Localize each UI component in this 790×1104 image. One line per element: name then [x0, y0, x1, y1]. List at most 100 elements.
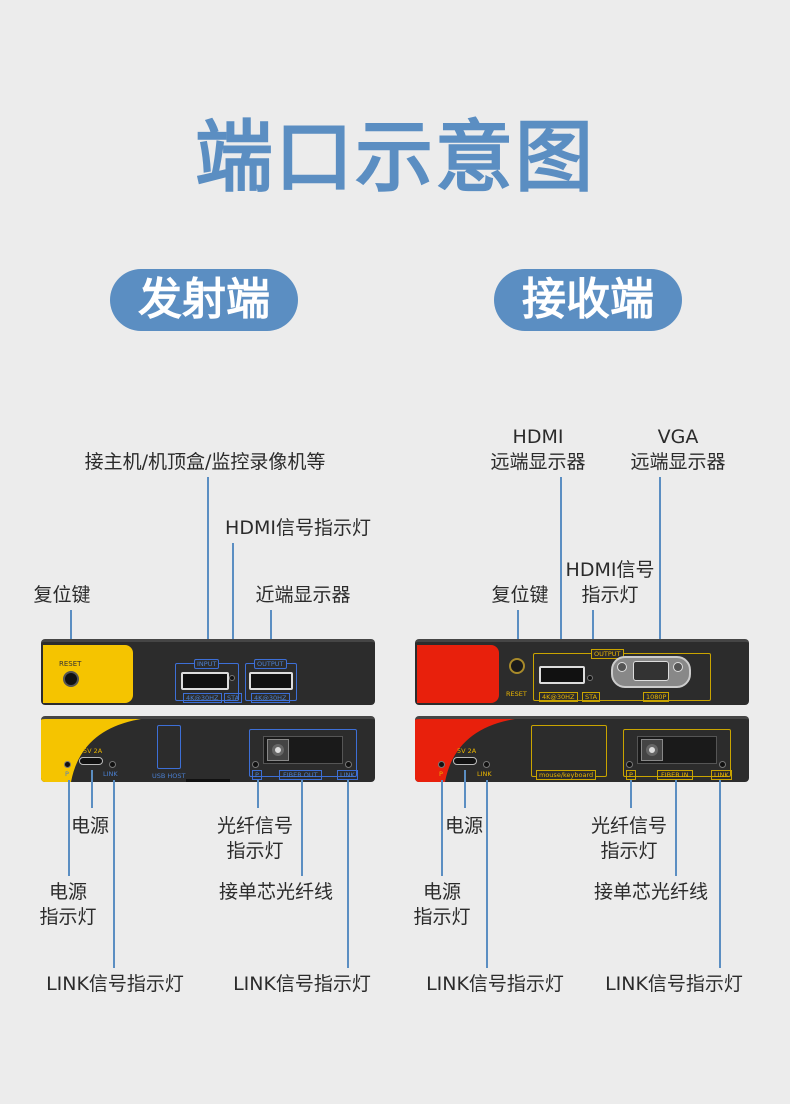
- tx-reset-text: RESET: [59, 660, 82, 668]
- tx-fiber-indicator-label-1: 光纤信号: [216, 815, 293, 837]
- tx-vent: [186, 779, 230, 782]
- rx-power-label: 电源: [444, 815, 483, 837]
- rx-fiber-frame: [623, 729, 731, 777]
- tx-input-text: INPUT: [194, 659, 220, 669]
- tx-fiber-frame: [249, 729, 357, 777]
- tx-usb-host-text: USB HOST: [152, 772, 186, 780]
- tx-hdmi-input-port[interactable]: [181, 672, 229, 690]
- tx-output-text: OUTPUT: [254, 659, 287, 669]
- rx-fiber-p-text: P: [626, 770, 636, 780]
- tx-link-left-line: [113, 780, 115, 968]
- rx-p-text: P: [439, 770, 443, 778]
- rx-hdmi-res: 4K@30HZ: [539, 692, 578, 702]
- tx-fiber-link-led: [345, 761, 352, 768]
- rx-fiber-p-led: [626, 761, 633, 768]
- tx-p-text: P: [65, 770, 69, 778]
- rx-usb-c-power-port[interactable]: [453, 757, 477, 765]
- tx-link-right-label: LINK信号指示灯: [233, 973, 371, 995]
- rx-link-text: LINK: [477, 770, 492, 778]
- rx-fiber-port[interactable]: [641, 739, 663, 761]
- rx-front-panel: RESET OUTPUT 4K@30HZ STA 1080P: [415, 639, 749, 705]
- rx-power-indicator-line: [441, 780, 443, 876]
- tx-fiber-p-led: [252, 761, 259, 768]
- rx-power-spec: 5V 2A: [457, 747, 477, 755]
- tx-link-text: LINK: [103, 770, 118, 778]
- tx-front-panel: RESET INPUT 4K@30HZ STA OUTPUT 4K@30HZ: [41, 639, 375, 705]
- rx-power-led: [438, 761, 445, 768]
- rx-output-text: OUTPUT: [591, 649, 624, 659]
- tx-power-label: 电源: [70, 815, 109, 837]
- tx-fiber-out-text: FIBER OUT: [279, 770, 322, 780]
- rx-reset-text: RESET: [506, 690, 527, 698]
- tx-fiber-indicator-label-2: 指示灯: [226, 840, 284, 862]
- tx-reset-line: [70, 610, 72, 656]
- rx-link-right-line: [719, 780, 721, 968]
- tx-output-res: 4K@30HZ: [251, 693, 290, 703]
- page-title: 端口示意图: [194, 113, 595, 203]
- tx-back-panel: 5V 2A P LINK USB HOST P FIBER OUT LINK: [41, 716, 375, 782]
- rx-reset-label: 复位键: [491, 584, 549, 606]
- rx-hdmi-remote-label-1: HDMI: [512, 426, 564, 448]
- tx-near-display-line: [270, 610, 272, 640]
- tx-usb-host-port[interactable]: [157, 725, 181, 769]
- tx-sta-text: STA: [224, 693, 243, 703]
- rx-hdmi-indicator-label-2: 指示灯: [581, 584, 639, 606]
- rx-fiber-cable-line: [675, 780, 677, 876]
- rx-power-indicator-label-2: 指示灯: [413, 906, 471, 928]
- tx-link-right-line: [347, 780, 349, 968]
- rx-fiber-link-text: LINK: [711, 770, 732, 780]
- rx-hdmi-output-port[interactable]: [539, 666, 585, 684]
- tx-reset-label: 复位键: [33, 584, 91, 606]
- rx-reset-button[interactable]: [509, 658, 525, 674]
- tx-power-indicator-line: [68, 780, 70, 876]
- rx-reset-line: [517, 610, 519, 662]
- rx-front-highlight: [417, 645, 499, 703]
- tx-near-display-label: 近端显示器: [255, 584, 351, 606]
- tx-fiber-indicator-line: [257, 780, 259, 808]
- tx-host-label: 接主机/机顶盒/监控录像机等: [84, 451, 326, 473]
- tx-host-line: [207, 477, 209, 640]
- transmitter-heading: 发射端: [110, 269, 298, 331]
- rx-hdmi-remote-line: [560, 477, 562, 663]
- tx-front-highlight: [43, 645, 133, 703]
- tx-reset-button[interactable]: [63, 671, 79, 687]
- rx-power-line: [464, 770, 466, 808]
- rx-vga-remote-label-2: 远端显示器: [630, 451, 726, 473]
- tx-link-left-label: LINK信号指示灯: [46, 973, 184, 995]
- rx-hdmi-indicator-label-1: HDMI信号: [565, 559, 655, 581]
- rx-link-left-line: [486, 780, 488, 968]
- tx-sta-led: [229, 675, 235, 681]
- rx-fiber-indicator-line: [630, 780, 632, 808]
- rx-power-indicator-label-1: 电源: [422, 881, 461, 903]
- tx-usb-c-power-port[interactable]: [79, 757, 103, 765]
- rx-vga-remote-line: [659, 477, 661, 643]
- rx-sta-text: STA: [582, 692, 601, 702]
- tx-power-led: [64, 761, 71, 768]
- tx-fiber-port[interactable]: [267, 739, 289, 761]
- tx-fiber-cable-line: [301, 780, 303, 876]
- rx-usb-text: mouse/keyboard: [536, 770, 597, 780]
- rx-hdmi-indicator-line: [592, 610, 594, 662]
- tx-power-indicator-label-1: 电源: [48, 881, 87, 903]
- tx-fiber-cable-label: 接单芯光纤线: [218, 881, 333, 903]
- rx-vga-res: 1080P: [643, 692, 670, 702]
- rx-sta-led: [587, 675, 593, 681]
- rx-hdmi-remote-label-2: 远端显示器: [490, 451, 586, 473]
- rx-vga-remote-label-1: VGA: [657, 426, 699, 448]
- tx-fiber-p-text: P: [252, 770, 262, 780]
- tx-input-res: 4K@30HZ: [183, 693, 222, 703]
- tx-link-led: [109, 761, 116, 768]
- rx-link-right-label: LINK信号指示灯: [605, 973, 743, 995]
- rx-fiber-link-led: [719, 761, 726, 768]
- tx-hdmi-indicator-line: [232, 543, 234, 653]
- tx-power-spec: 5V 2A: [83, 747, 103, 755]
- tx-hdmi-output-port[interactable]: [249, 672, 293, 690]
- tx-power-indicator-label-2: 指示灯: [39, 906, 97, 928]
- rx-vga-port[interactable]: [611, 656, 691, 688]
- rx-back-panel: 5V 2A P LINK mouse/keyboard P FIBER IN L…: [415, 716, 749, 782]
- rx-link-led: [483, 761, 490, 768]
- rx-fiber-cable-label: 接单芯光纤线: [593, 881, 708, 903]
- tx-fiber-link-text: LINK: [337, 770, 358, 780]
- tx-power-line: [91, 770, 93, 808]
- rx-link-left-label: LINK信号指示灯: [426, 973, 564, 995]
